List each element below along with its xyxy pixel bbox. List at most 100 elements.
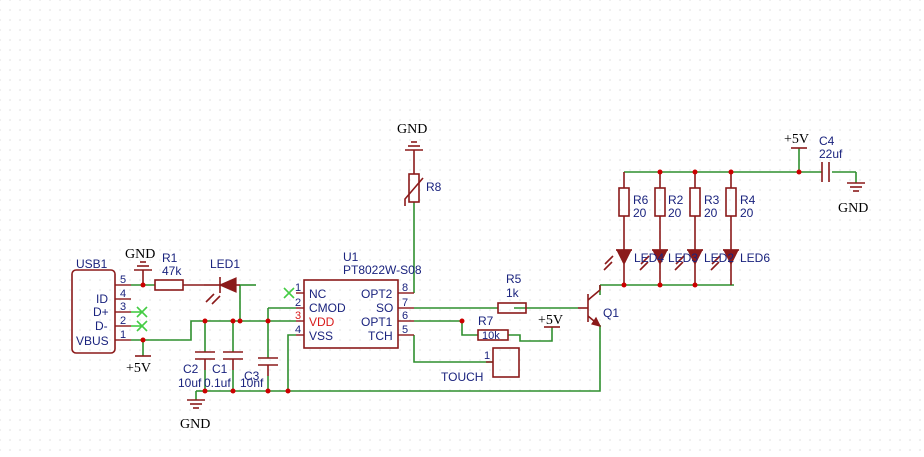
r1-value: 47k	[162, 264, 182, 278]
gnd-symbol[interactable]: GND	[180, 399, 210, 432]
usb-pin-name: ID	[96, 292, 108, 306]
touch-pin-num: 1	[484, 350, 490, 362]
gnd-label: GND	[180, 417, 210, 432]
gnd-symbol[interactable]: GND	[397, 122, 427, 151]
capacitor-c1[interactable]: C1 0.1uf	[204, 351, 243, 390]
gnd-label: GND	[125, 247, 155, 262]
vcc-symbol[interactable]: +5V	[126, 355, 151, 376]
led-diode[interactable]	[710, 249, 739, 285]
q1-ref: Q1	[603, 306, 619, 320]
r5-ref: R5	[506, 272, 522, 286]
led-led1[interactable]: LED1	[204, 257, 240, 305]
resistor-r4[interactable]: R4 20	[725, 172, 756, 250]
r1-ref: R1	[162, 251, 178, 265]
vcc-symbol[interactable]: +5V	[538, 313, 563, 328]
vcc-symbol[interactable]: +5V	[784, 132, 809, 149]
vcc-label: +5V	[126, 361, 151, 376]
r2-value: 20	[668, 206, 682, 220]
usb-connector[interactable]: USB1 5 4 3 2 1 ID D+ D- VBUS	[71, 257, 131, 354]
u1-pin-name: CMOD	[309, 301, 346, 315]
u1-pin-name: OPT2	[361, 287, 393, 301]
u1-pin-num: 4	[295, 324, 301, 336]
vcc-label: +5V	[784, 132, 809, 147]
u1-pin-num: 2	[295, 297, 301, 309]
r7-value: 10k	[482, 330, 500, 342]
c2-ref: C2	[183, 362, 199, 376]
usb-ref: USB1	[76, 257, 108, 271]
u1-pin-name: SO	[376, 301, 393, 315]
led-row: LED4 LED3 LED2 LED6	[603, 249, 770, 285]
c3-value: 10nf	[240, 376, 264, 390]
junction-dots	[140, 169, 802, 394]
usb-pin-name: D-	[95, 319, 108, 333]
gnd-symbol[interactable]: GND	[838, 182, 868, 216]
r2-ref: R2	[668, 193, 684, 207]
r6-value: 20	[633, 206, 647, 220]
touch-label: TOUCH	[441, 370, 483, 384]
led-ref: LED2	[704, 251, 734, 265]
usb-pin-num: 5	[120, 274, 126, 286]
gnd-label: GND	[397, 122, 427, 137]
resistor-r7[interactable]: R7 10k	[477, 314, 509, 342]
u1-pin-num: 6	[402, 310, 408, 322]
led-ref: LED3	[668, 251, 698, 265]
c4-ref: C4	[819, 134, 835, 148]
u1-pin-num: 8	[402, 282, 408, 294]
r7-ref: R7	[478, 314, 494, 328]
resistor-r2[interactable]: R2 20	[654, 172, 684, 250]
usb-pin-num: 1	[120, 329, 126, 341]
led-ref: LED6	[740, 251, 770, 265]
usb-pin-num: 2	[120, 315, 126, 327]
r8-ref: R8	[426, 180, 442, 194]
r6-ref: R6	[633, 193, 649, 207]
c1-ref: C1	[212, 362, 228, 376]
u1-pin-num: 5	[402, 324, 408, 336]
u1-pin-name: NC	[309, 287, 327, 301]
led-diode[interactable]	[674, 249, 703, 285]
usb-pin-name: VBUS	[76, 334, 109, 348]
u1-part: PT8022W-S08	[343, 263, 422, 277]
u1-pin-num: 3	[295, 310, 301, 322]
transistor-q1[interactable]: Q1	[578, 285, 619, 327]
no-connect-markers	[131, 287, 295, 332]
r5-value: 1k	[506, 286, 520, 300]
capacitor-c2[interactable]: C2 10uf	[178, 351, 215, 390]
c1-value: 0.1uf	[204, 376, 231, 390]
u1-pin-name: OPT1	[361, 315, 393, 329]
wires	[131, 148, 857, 400]
led-diode[interactable]	[639, 249, 668, 285]
r4-value: 20	[740, 206, 754, 220]
resistor-r6[interactable]: R6 20	[618, 172, 649, 250]
led-ref: LED4	[634, 251, 664, 265]
u1-pin-name: VSS	[309, 329, 333, 343]
led1-ref: LED1	[210, 257, 240, 271]
resistor-r3[interactable]: R3 20	[689, 172, 720, 250]
u1-pin-num: 1	[295, 282, 301, 294]
r3-value: 20	[704, 206, 718, 220]
usb-pin-num: 3	[120, 301, 126, 313]
r3-ref: R3	[704, 193, 720, 207]
resistor-r5[interactable]: R5 1k	[497, 272, 527, 314]
capacitor-c3[interactable]: C3 10nf	[240, 357, 278, 390]
usb-pin-name: D+	[93, 305, 109, 319]
usb-pin-num: 4	[120, 288, 126, 300]
resistor-r1[interactable]: R1 47k	[154, 251, 204, 291]
gnd-label: GND	[838, 201, 868, 216]
vcc-label: +5V	[538, 313, 563, 328]
c3-ref: C3	[244, 369, 260, 383]
u1-pin-name: TCH	[368, 329, 393, 343]
ic-u1[interactable]: U1 PT8022W-S08 1 2 3 4 NC CMOD VDD VSS 8…	[295, 250, 422, 349]
thermistor-r8[interactable]: R8	[404, 150, 442, 206]
u1-pin-num: 7	[402, 297, 408, 309]
u1-ref: U1	[343, 250, 359, 264]
touch-pad[interactable]: 1 TOUCH	[441, 347, 520, 384]
c4-value: 22uf	[819, 147, 843, 161]
capacitor-c4[interactable]: C4 22uf	[819, 134, 843, 182]
u1-pin-name: VDD	[309, 315, 335, 329]
c2-value: 10uf	[178, 376, 202, 390]
gnd-symbol[interactable]: GND	[125, 247, 155, 285]
r4-ref: R4	[740, 193, 756, 207]
led-diode[interactable]	[603, 249, 632, 285]
